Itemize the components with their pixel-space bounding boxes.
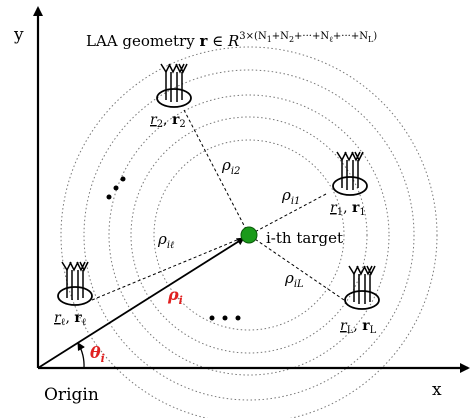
y-axis-label: y [13,25,24,45]
array-label-1: r1, r1 [330,200,366,218]
title: LAA geometry r ∈ R3×(N1+N2+···+Nℓ+···+NL… [86,31,377,50]
antenna-array-2 [156,63,192,108]
rho-i-vector [37,237,245,369]
distance-label-l: ρiℓ [157,230,174,251]
ellipsis-vertical [106,176,126,200]
distance-line-l [91,234,250,301]
distance-label-L: ρiL [284,269,304,290]
target-label: i-th target [266,229,343,247]
distance-lines [91,109,345,301]
antenna-array-l [57,261,93,306]
range-ring [153,139,345,331]
array-label-2: r2, r2 [150,112,186,130]
distance-line-L [248,234,345,301]
distance-line-2 [183,109,250,236]
ellipsis-horizontal [209,315,241,321]
theta-arc [77,342,85,369]
theta-i-label: θi [90,343,105,365]
array-label-L: rL, rL [340,318,377,336]
distance-label-1: ρi1 [281,186,300,207]
distance-label-2: ρi2 [221,156,240,177]
target-dot [240,226,258,244]
distance-line-1 [248,193,327,236]
array-label-l: rℓ, rℓ [54,310,87,328]
range-ring [130,116,368,354]
range-ring [83,69,415,401]
range-ring [108,94,390,376]
origin-label: Origin [44,385,99,405]
range-ring [60,46,438,418]
antenna-array-L [344,265,380,310]
rho-i-label: ρi [167,285,183,307]
x-axis-label: x [432,380,442,400]
range-rings [60,46,438,418]
